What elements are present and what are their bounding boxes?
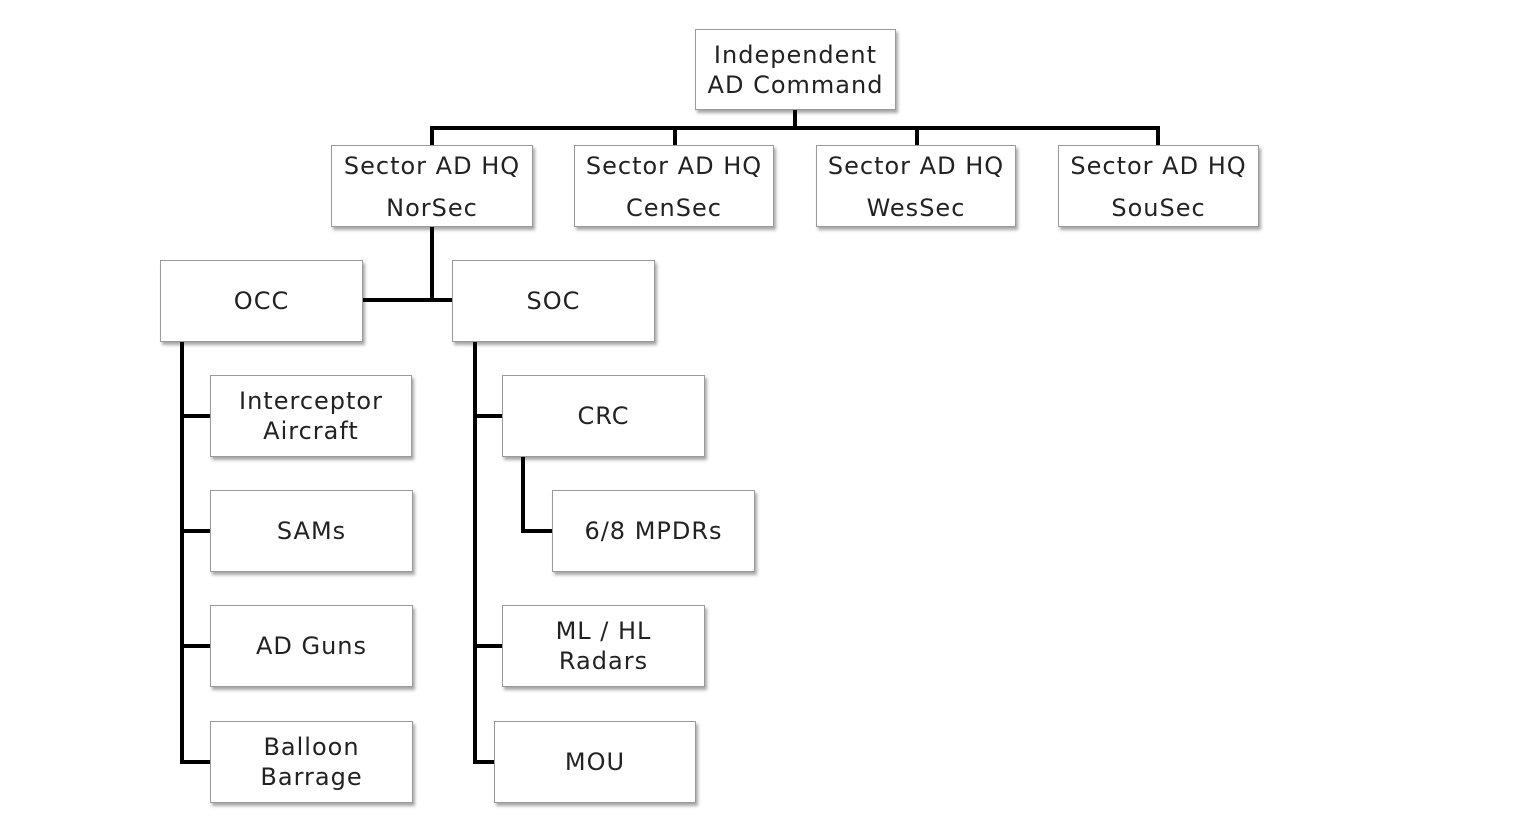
node-label: Sector AD HQ <box>585 152 763 180</box>
node-label: Balloon Barrage <box>260 733 363 791</box>
node-sector-norsec: Sector AD HQ NorSec <box>331 145 533 227</box>
node-label: 6/8 MPDRs <box>584 517 723 545</box>
node-balloon-barrage: Balloon Barrage <box>210 721 413 803</box>
node-mpdrs: 6/8 MPDRs <box>552 490 755 572</box>
node-sublabel: WesSec <box>866 194 966 222</box>
node-mou: MOU <box>494 721 696 803</box>
node-label: Sector AD HQ <box>1070 152 1247 180</box>
node-sublabel: NorSec <box>386 194 478 222</box>
node-sector-censec: Sector AD HQ CenSec <box>574 145 774 227</box>
node-label: OCC <box>233 287 290 315</box>
node-label: AD Guns <box>255 632 368 660</box>
node-ad-guns: AD Guns <box>210 605 413 687</box>
node-ml-hl-radars: ML / HL Radars <box>502 605 705 687</box>
node-label: ML / HL Radars <box>555 617 652 675</box>
node-label: Sector AD HQ <box>343 152 521 180</box>
node-label: Sector AD HQ <box>827 152 1005 180</box>
node-sector-sousec: Sector AD HQ SouSec <box>1058 145 1259 227</box>
node-sams: SAMs <box>210 490 413 572</box>
node-sublabel: CenSec <box>626 194 722 222</box>
node-label: SOC <box>526 287 581 315</box>
node-label: SAMs <box>276 517 347 545</box>
node-label: Independent AD Command <box>707 40 884 99</box>
node-label: MOU <box>564 748 626 776</box>
node-label: Interceptor Aircraft <box>239 387 383 445</box>
node-occ: OCC <box>160 260 363 342</box>
node-independent-ad-command: Independent AD Command <box>695 29 896 110</box>
node-soc: SOC <box>452 260 655 342</box>
node-sublabel: SouSec <box>1111 194 1206 222</box>
node-label: CRC <box>577 402 630 430</box>
node-crc: CRC <box>502 375 705 457</box>
node-sector-wessec: Sector AD HQ WesSec <box>816 145 1016 227</box>
node-interceptor-aircraft: Interceptor Aircraft <box>210 375 412 457</box>
